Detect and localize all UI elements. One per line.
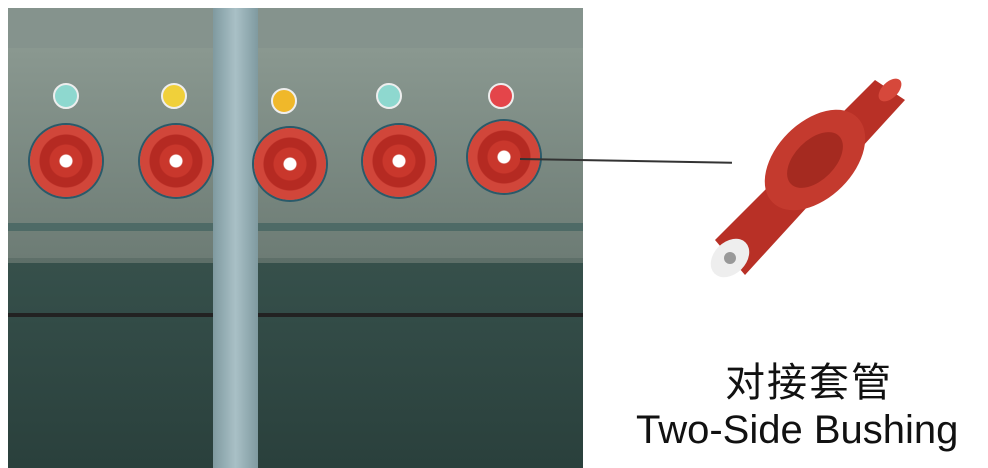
caption-chinese: 对接套管 xyxy=(725,361,893,405)
cable xyxy=(8,313,583,317)
phase-label-dot xyxy=(161,83,187,109)
cabinet-photo xyxy=(8,8,583,468)
bushing-product-image xyxy=(710,78,905,278)
center-post xyxy=(213,8,258,468)
phase-label-dot xyxy=(488,83,514,109)
phase-label-dot xyxy=(53,83,79,109)
caption-english: Two-Side Bushing xyxy=(636,408,959,452)
bushing xyxy=(30,125,102,197)
bushing xyxy=(254,128,326,200)
bushing xyxy=(468,121,540,193)
bushing xyxy=(140,125,212,197)
bushing xyxy=(363,125,435,197)
phase-label-dot xyxy=(376,83,402,109)
lower-compartment xyxy=(8,263,583,468)
rail xyxy=(8,223,583,231)
phase-label-dot xyxy=(271,88,297,114)
cabinet-top-frame xyxy=(8,8,583,48)
